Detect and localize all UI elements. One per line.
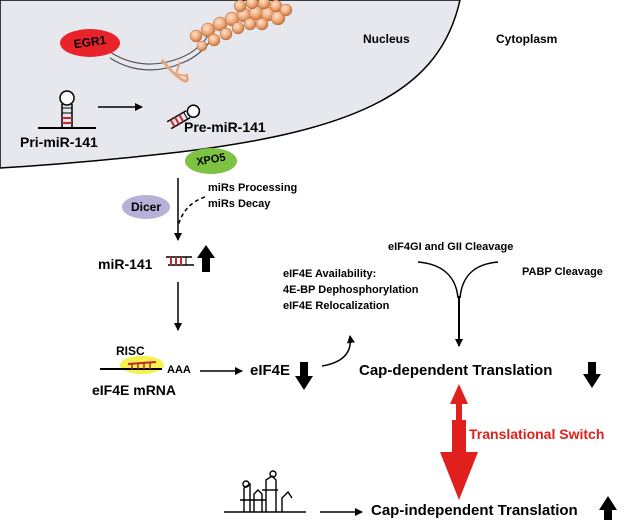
- dicer-decay-dashed-line: [177, 196, 206, 227]
- mir141-up-arrow-icon: [197, 245, 215, 272]
- pri-mir-hairpin-icon: [38, 90, 96, 129]
- mirs-processing-label: miRs Processing: [208, 182, 298, 194]
- ires-structure-icon: [224, 470, 306, 513]
- pre-mir-hairpin-icon: [166, 104, 201, 130]
- eif4e-label: eIF4E: [250, 362, 291, 379]
- cap-independent-label: Cap-independent Translation: [371, 502, 578, 519]
- relocalization-label: eIF4E Relocalization: [283, 300, 390, 312]
- dephosphorylation-label: 4E-BP Dephosphorylation: [283, 284, 419, 296]
- chromatin-icon: [109, 0, 293, 83]
- eif4g-cleavage-label: eIF4GI and GII Cleavage: [388, 241, 514, 253]
- egr1-oval: [60, 29, 120, 57]
- nucleus-label: Nucleus: [363, 32, 410, 46]
- eif4e-down-arrow-icon: [295, 362, 313, 390]
- dicer-oval: [122, 195, 170, 219]
- risc-label: RISC: [116, 344, 145, 358]
- eif4g-converge-line: [417, 261, 459, 299]
- pre-mir-label: Pre-miR-141: [184, 119, 266, 135]
- pri-mir-label: Pri-miR-141: [20, 134, 98, 150]
- poly-a-label: AAA: [167, 364, 191, 376]
- mirs-decay-label: miRs Decay: [208, 198, 271, 210]
- translational-switch-label: Translational Switch: [469, 426, 605, 442]
- pabp-converge-line: [459, 261, 499, 299]
- cytoplasm-label: Cytoplasm: [496, 32, 558, 46]
- cap-dependent-label: Cap-dependent Translation: [359, 362, 553, 379]
- eif4e-availability-label: eIF4E Availability:: [283, 268, 377, 280]
- cap-dependent-down-arrow-icon: [583, 362, 601, 388]
- dicer-label: Dicer: [130, 200, 162, 214]
- pabp-cleavage-label: PABP Cleavage: [522, 266, 603, 278]
- eif4e-mrna-label: eIF4E mRNA: [92, 382, 177, 398]
- translational-switch-arrow-icon: [440, 384, 478, 500]
- mir141-label: miR-141: [98, 256, 153, 272]
- cap-independent-up-arrow-icon: [599, 496, 617, 520]
- eif4e-availability-arrow: [321, 335, 355, 367]
- mir141-duplex-icon: [166, 256, 194, 266]
- xpo5-oval: [185, 148, 237, 174]
- risc-highlight: [120, 356, 164, 374]
